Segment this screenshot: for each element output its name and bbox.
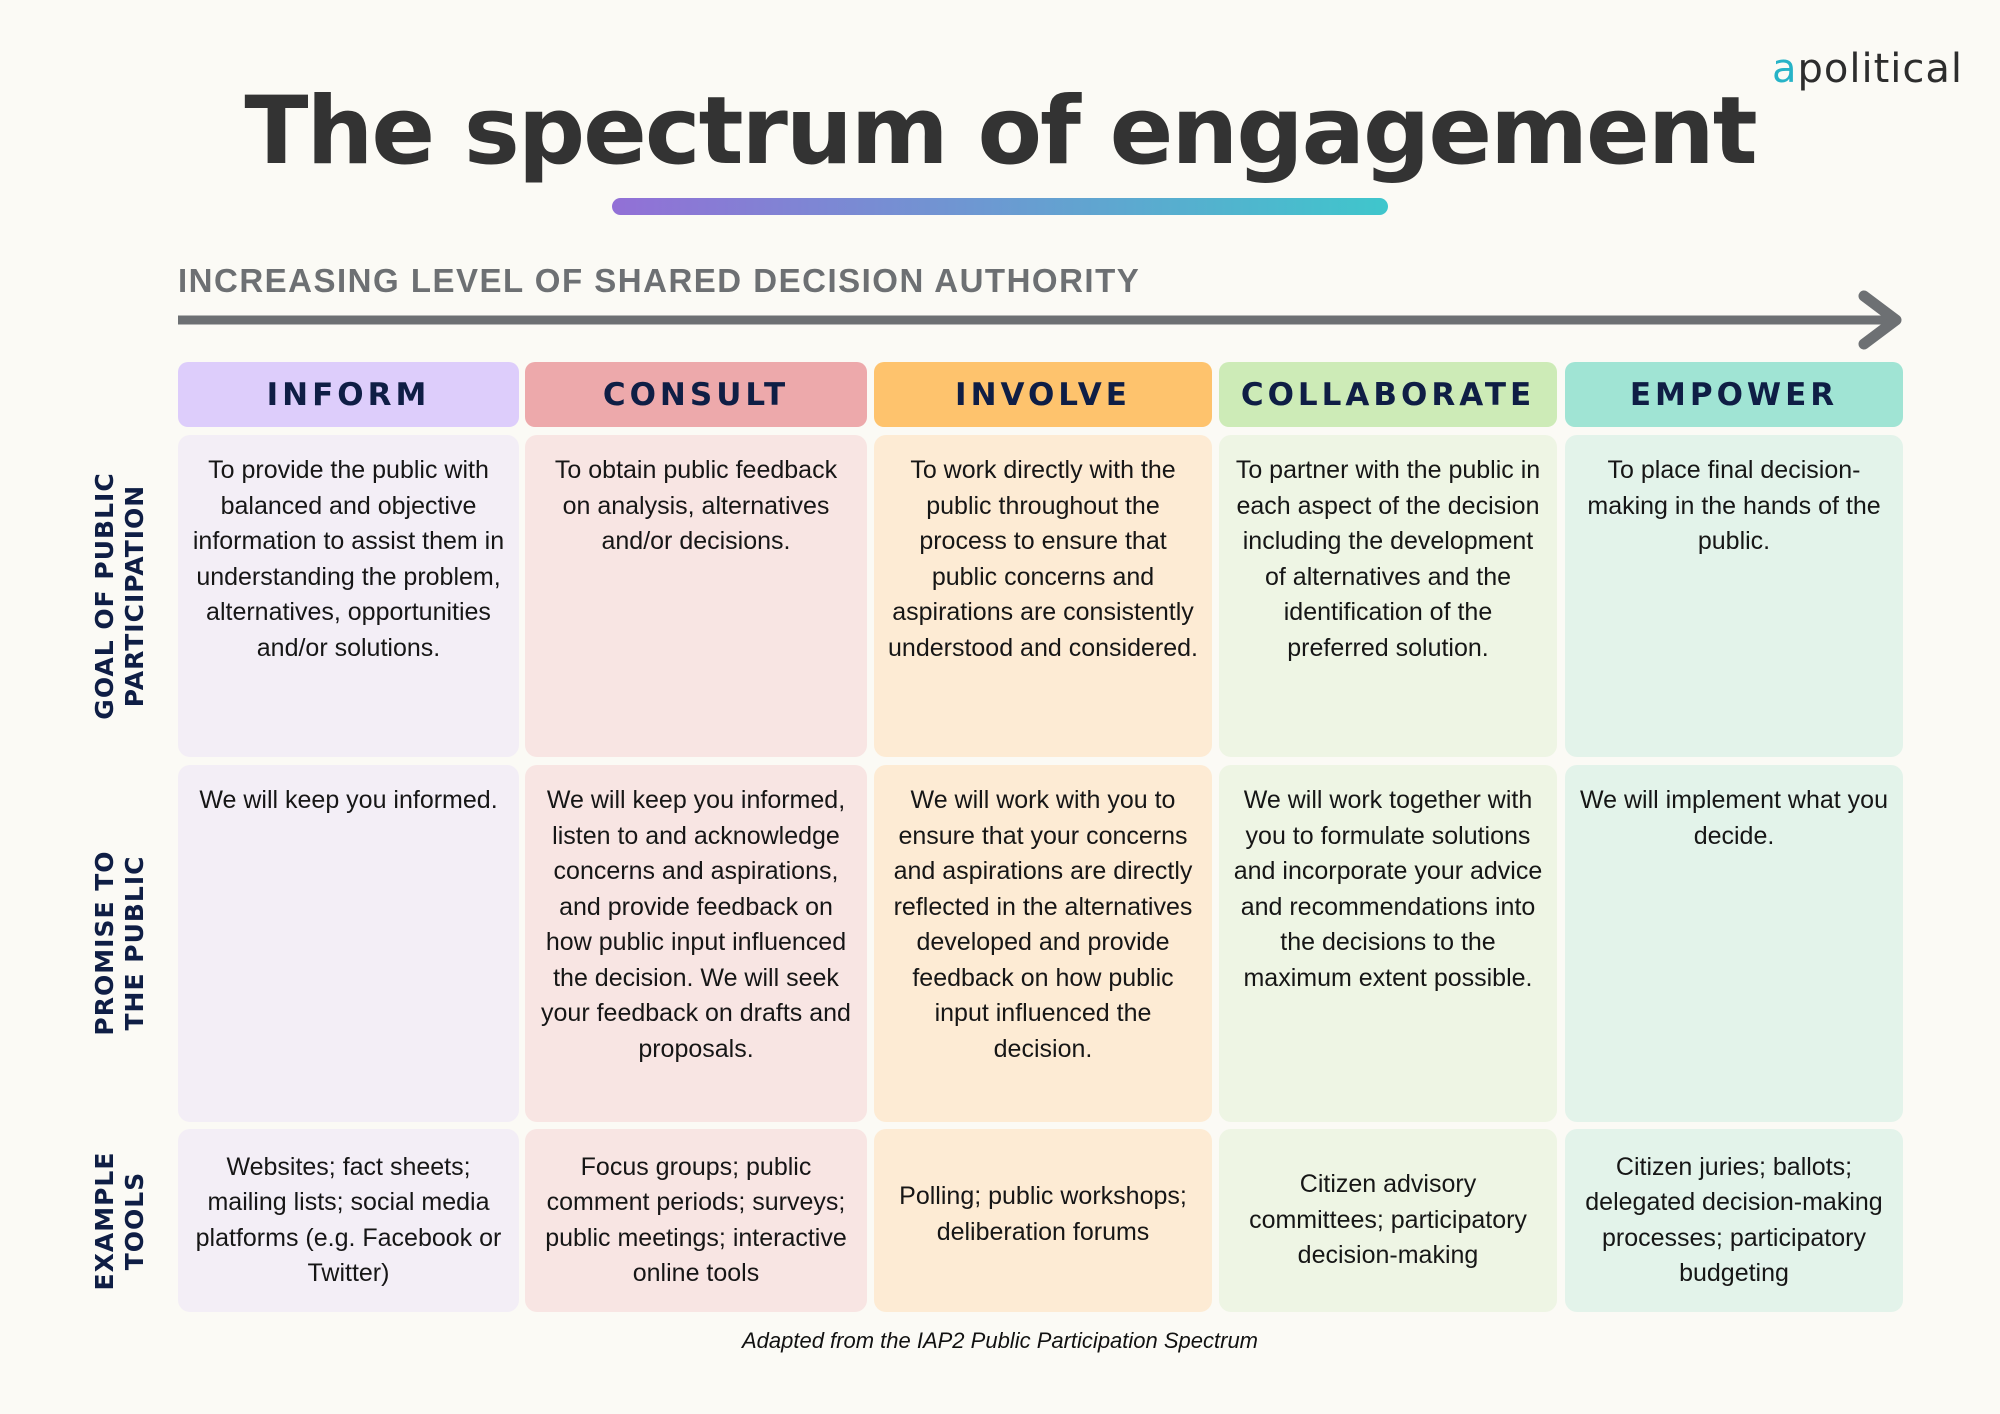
tools-cell-empower: Citizen juries; ballots; delegated decis…	[1565, 1129, 1903, 1312]
goal-cell-empower: To place final decision-making in the ha…	[1565, 435, 1903, 757]
tools-cell-consult: Focus groups; public comment periods; su…	[525, 1129, 867, 1312]
page-title: The spectrum of engagement	[244, 77, 1757, 186]
source-attribution: Adapted from the IAP2 Public Participati…	[741, 1328, 1259, 1353]
row-label-tools-line2: TOOLS	[120, 1171, 149, 1271]
promise-cell-collaborate: We will work together with you to formul…	[1219, 765, 1557, 1122]
row-label-tools-line1: EXAMPLE	[90, 1151, 119, 1291]
column-header-consult: CONSULT	[525, 362, 867, 427]
title-gradient-underline	[612, 198, 1388, 215]
promise-cell-involve: We will work with you to ensure that you…	[874, 765, 1212, 1122]
tools-cell-collaborate: Citizen advisory committees; participato…	[1219, 1129, 1557, 1312]
tools-text-inform: Websites; fact sheets; mailing lists; so…	[195, 1152, 502, 1288]
promise-cell-empower: We will implement what you decide.	[1565, 765, 1903, 1122]
promise-cell-consult: We will keep you informed, listen to and…	[525, 765, 867, 1122]
tools-cell-inform: Websites; fact sheets; mailing lists; so…	[178, 1129, 519, 1312]
tools-text-empower: Citizen juries; ballots; delegated decis…	[1585, 1152, 1883, 1288]
goal-cell-inform: To provide the public with balanced and …	[178, 435, 519, 757]
tools-text-collaborate: Citizen advisory committees; participato…	[1249, 1170, 1527, 1270]
goal-cell-consult: To obtain public feedback on analysis, a…	[525, 435, 867, 757]
logo-text: political	[1797, 46, 1964, 92]
goal-cell-involve: To work directly with the public through…	[874, 435, 1212, 757]
tools-cell-involve: Polling; public workshops; deliberation …	[874, 1129, 1212, 1312]
column-header-empower: EMPOWER	[1565, 362, 1903, 427]
column-header-collaborate: COLLABORATE	[1219, 362, 1557, 427]
row-label-goal-line1: GOAL OF PUBLIC	[90, 472, 119, 720]
column-header-involve: INVOLVE	[874, 362, 1212, 427]
logo-accent-letter: a	[1772, 46, 1798, 92]
row-label-goal-line2: PARTICIPATION	[120, 484, 149, 708]
tools-text-consult: Focus groups; public comment periods; su…	[545, 1152, 847, 1288]
promise-cell-inform: We will keep you informed.	[178, 765, 519, 1122]
row-label-promise-line1: PROMISE TO	[90, 850, 119, 1036]
row-label-promise-line2: THE PUBLIC	[120, 855, 149, 1031]
column-header-inform: INFORM	[178, 362, 519, 427]
axis-label: INCREASING LEVEL OF SHARED DECISION AUTH…	[178, 262, 1141, 299]
goal-cell-collaborate: To partner with the public in each aspec…	[1219, 435, 1557, 757]
apolitical-logo: apolitical	[1772, 46, 1963, 92]
arrow-right-icon	[178, 290, 1902, 350]
tools-text-involve: Polling; public workshops; deliberation …	[899, 1182, 1187, 1246]
